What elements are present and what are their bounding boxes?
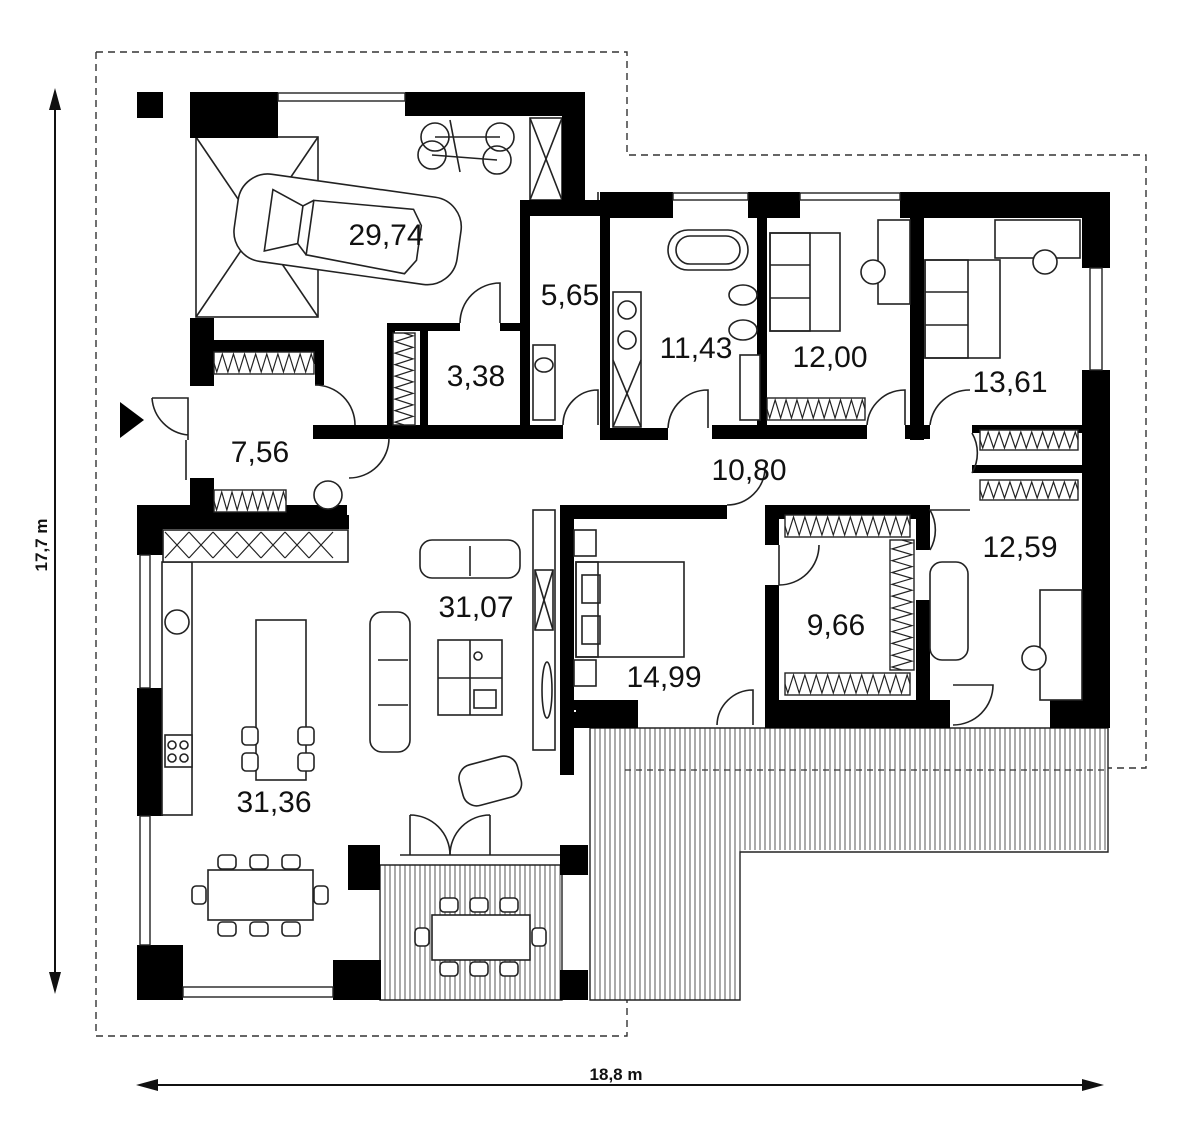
- height-dimension: 17,7 m: [32, 88, 61, 994]
- room-area-walk-in-closet: 9,66: [807, 609, 865, 642]
- furniture: [161, 119, 1083, 977]
- room-area-study: 12,59: [982, 531, 1057, 564]
- bicycle-icon: [417, 119, 515, 175]
- entrance-arrow: [120, 402, 144, 438]
- kitchen-cabinets: [162, 529, 349, 563]
- walls: [137, 92, 1110, 1000]
- room-area-entrance-hall: 7,56: [231, 436, 289, 469]
- room-area-bedroom-2: 13,61: [972, 366, 1047, 399]
- bed-icon: [769, 232, 841, 332]
- wardrobes: [164, 332, 1079, 696]
- terrace-hatching: [379, 727, 1109, 1001]
- kitchen-counter: [161, 561, 193, 816]
- plot-boundary: [95, 51, 1147, 1037]
- room-area-garage: 29,74: [348, 219, 423, 252]
- room-area-storage: 3,38: [447, 360, 505, 393]
- room-area-bathroom: 11,43: [660, 332, 733, 365]
- kitchen-island: [255, 619, 307, 781]
- sink-icon: [728, 319, 758, 341]
- washer-icon: [612, 291, 642, 428]
- windows: [139, 92, 1103, 998]
- width-dimension: 18,8 m: [136, 1065, 1104, 1091]
- master-bed-icon: [575, 561, 685, 658]
- armchair-icon: [458, 755, 523, 807]
- sofa-icon: [369, 539, 521, 753]
- room-area-utility: 5,65: [541, 279, 599, 312]
- room-area-master-bedroom: 14,99: [626, 661, 701, 694]
- room-area-bedroom-1: 12,00: [792, 341, 867, 374]
- room-area-living-room: 31,07: [438, 591, 513, 624]
- dining-table-icon: [207, 869, 314, 921]
- width-label: 18,8 m: [590, 1065, 643, 1084]
- desk-icon: [877, 219, 911, 305]
- height-label: 17,7 m: [32, 519, 51, 572]
- bathtub-icon: [667, 229, 749, 271]
- room-area-corridor: 10,80: [711, 454, 786, 487]
- room-labels: 29,74 5,65 11,43 12,00 13,61 3,38 7,56 1…: [231, 219, 1058, 819]
- terrace-table-icon: [431, 914, 531, 961]
- room-area-kitchen-dining: 31,36: [236, 786, 311, 819]
- car-icon: [233, 173, 463, 286]
- cooktop-icon: [164, 734, 193, 768]
- chair-icons: [241, 726, 315, 772]
- doors: [151, 282, 994, 856]
- toilet-icon: [728, 284, 758, 306]
- tv-icon: [541, 661, 553, 719]
